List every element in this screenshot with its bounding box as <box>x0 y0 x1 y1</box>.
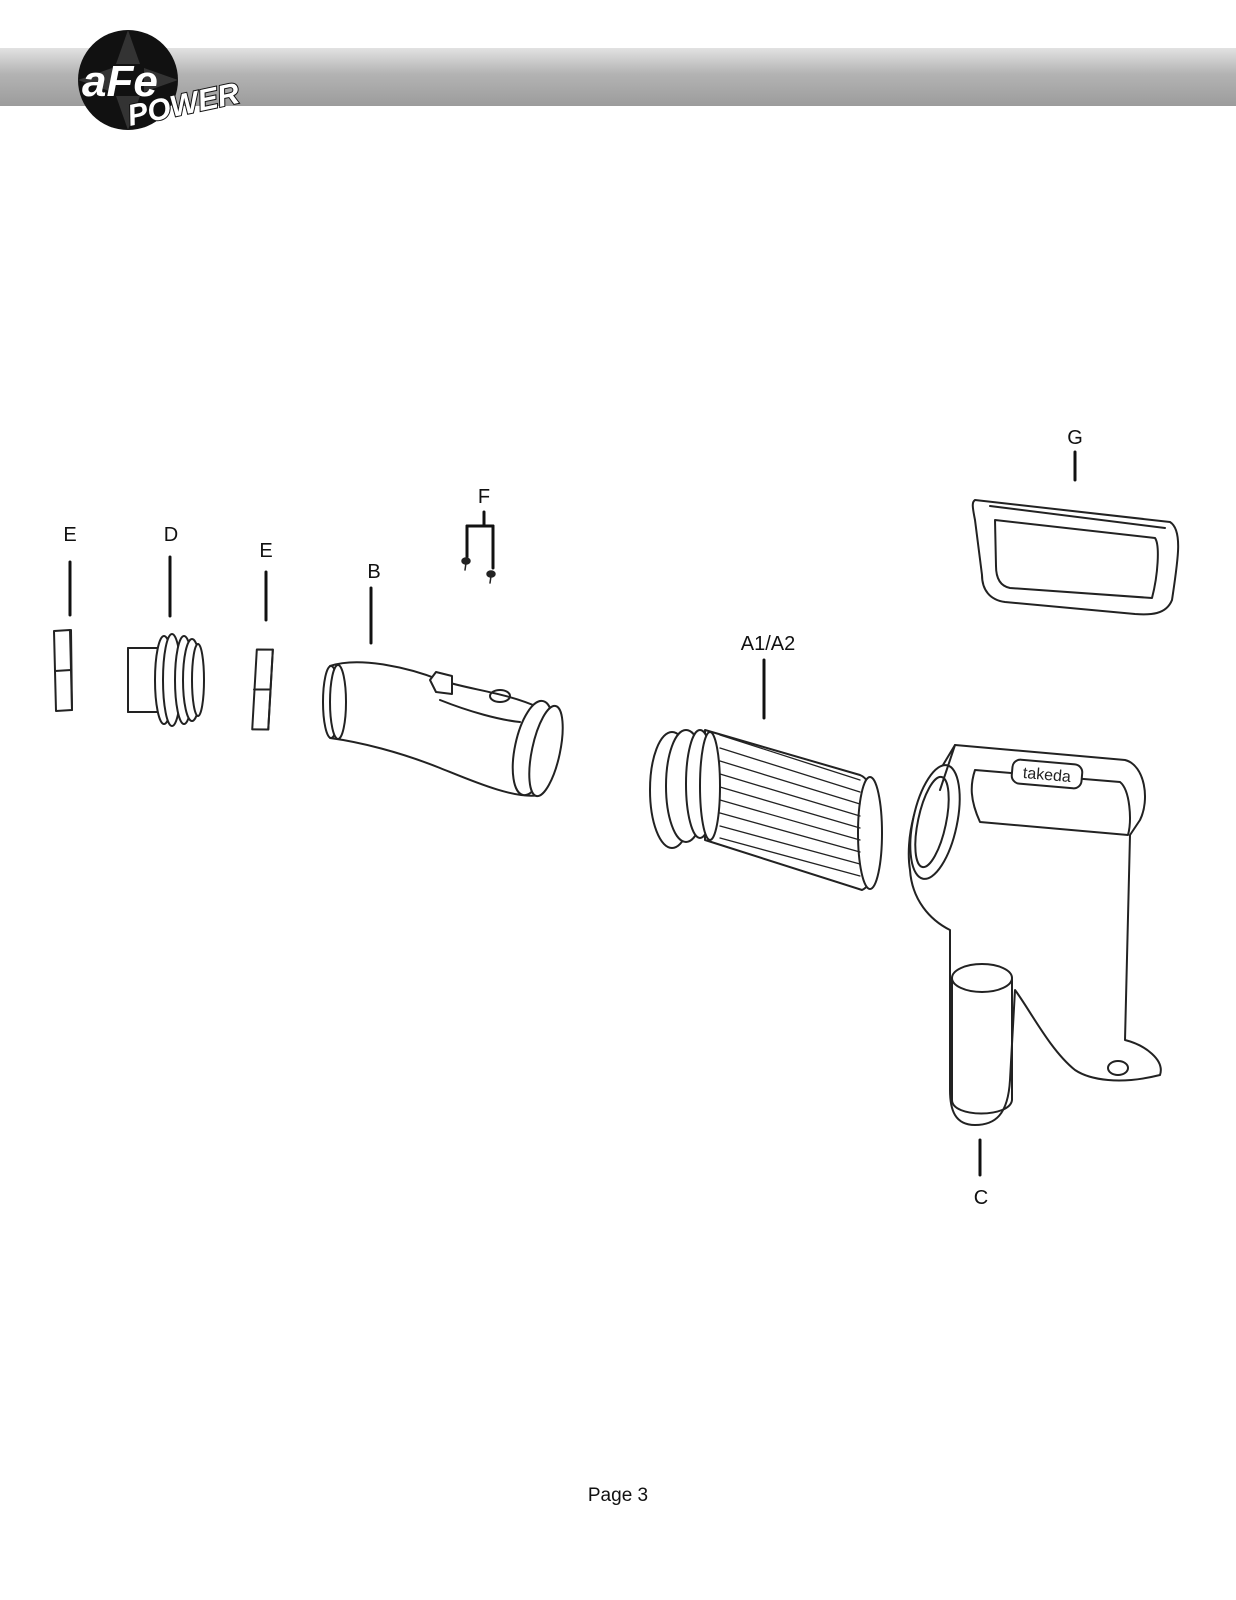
callout-f: F <box>477 486 491 508</box>
callout-g: G <box>1067 427 1083 449</box>
cone-filter <box>649 729 883 891</box>
callout-b: B <box>367 561 381 583</box>
coupler <box>127 633 205 727</box>
clamp-right <box>251 648 274 731</box>
callout-d: D <box>163 524 179 546</box>
screw-icon <box>486 570 496 584</box>
logo-text-top: aFe <box>82 57 158 106</box>
callout-a: A1/A2 <box>740 633 796 655</box>
afe-power-logo-icon: aFe POWER <box>78 30 244 134</box>
air-box: takeda <box>907 744 1162 1126</box>
takeda-logo-icon: takeda <box>1022 765 1071 786</box>
leader-lines <box>68 450 1077 1177</box>
callout-c: C <box>973 1187 989 1209</box>
header-bar <box>0 48 1236 106</box>
callout-e-left: E <box>63 524 77 546</box>
callout-e-right: E <box>259 540 273 562</box>
leader-f-bracket <box>465 510 495 570</box>
intake-tube <box>322 661 564 798</box>
screw-icon <box>461 557 471 571</box>
page-number: Page 3 <box>587 1485 649 1506</box>
lid-seal <box>971 499 1180 616</box>
clamp-left <box>53 629 73 712</box>
